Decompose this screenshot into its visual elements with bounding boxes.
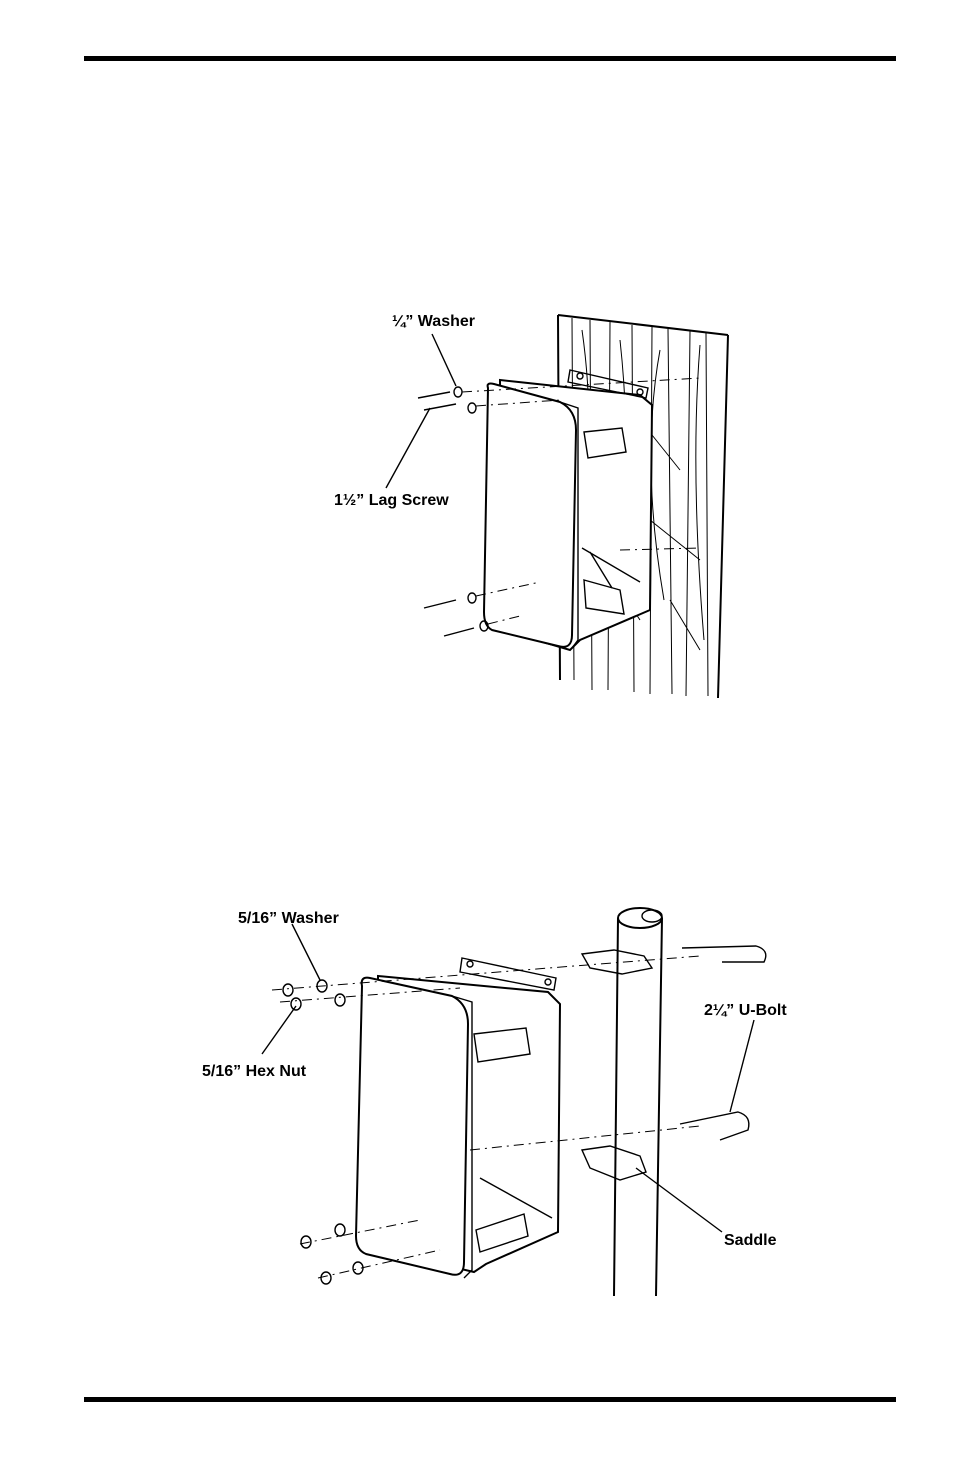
hex-nut-leader (262, 1006, 296, 1054)
pole-washer-leader (292, 924, 320, 980)
pole (614, 908, 662, 1296)
saddle-leader (636, 1168, 722, 1232)
pole-washer-label: 5/16” Washer (238, 910, 339, 927)
ubolt-label: 2¼” U-Bolt (704, 1002, 787, 1019)
screw-leader (386, 408, 430, 488)
washer-leader (432, 334, 456, 386)
pole-fasteners (283, 980, 363, 1284)
enclosure-wall (484, 370, 652, 650)
lag-screw-label: 1½” Lag Screw (334, 492, 449, 509)
washer-label: ¼” Washer (392, 313, 475, 330)
saddle-label: Saddle (724, 1232, 777, 1249)
enclosure-pole (356, 958, 560, 1278)
hex-nut-label: 5/16” Hex Nut (202, 1063, 307, 1080)
ubolt-leader (730, 1020, 754, 1112)
